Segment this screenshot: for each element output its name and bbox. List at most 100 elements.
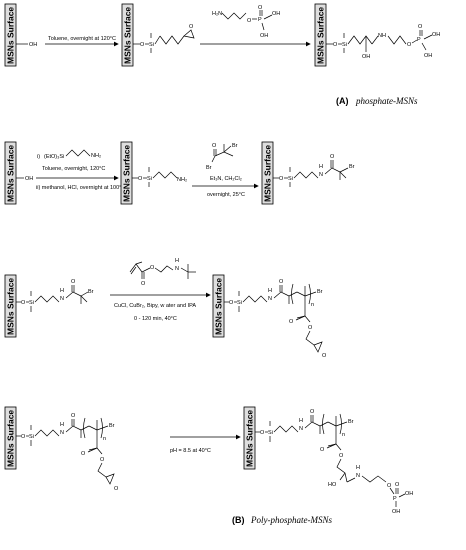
reagent-monomer: O O H N [129,258,196,287]
svg-text:H: H [60,422,64,428]
msn-surface-box [4,406,17,470]
svg-text:O: O [21,434,26,440]
msn-surface-label: MSNs Surface [6,410,16,467]
msn-surface-label: MSNs Surface [6,145,16,202]
msn-surface-box [261,141,274,205]
msn-surface-label: MSNs Surface [214,278,224,335]
svg-text:Br: Br [317,289,323,295]
svg-text:Br: Br [109,423,115,429]
svg-text:OH: OH [25,176,33,182]
svg-text:Br: Br [206,165,212,171]
svg-text:O: O [189,24,194,30]
reaction-condition: 0 - 120 min, 40°C [134,316,177,322]
msn-surface-label: MSNs Surface [263,145,273,202]
caption-letter: (A) [336,96,349,106]
msn-surface-label: MSNs Surface [6,278,16,335]
reaction-condition: ii) methanol, HCl, overnight at 100°C [36,185,125,191]
svg-text:i): i) [37,154,40,160]
svg-text:O: O [330,154,335,160]
reaction-condition: Et₃N, CH₂Cl₂ [210,176,242,182]
svg-text:OH: OH [392,509,400,515]
svg-text:O: O [395,482,400,488]
svg-text:O: O [279,176,284,182]
svg-text:Si: Si [29,434,34,440]
svg-text:O: O [21,300,26,306]
svg-text:O: O [260,430,265,436]
svg-text:O: O [114,486,119,492]
svg-text:H: H [319,164,323,170]
svg-text:NH₂: NH₂ [91,153,101,159]
svg-text:Br: Br [88,289,94,295]
svg-text:H: H [60,288,64,294]
svg-text:N: N [175,266,179,272]
svg-text:O: O [138,176,143,182]
svg-text:O: O [81,451,86,457]
reaction-condition: pH = 8.5 at 40°C [170,448,211,454]
svg-text:P: P [258,17,262,23]
svg-text:O: O [407,42,412,48]
svg-text:O: O [387,483,392,489]
svg-text:O: O [229,300,234,306]
svg-text:O: O [141,281,146,287]
caption-letter: (B) [232,515,245,525]
msn-surface-box [4,141,17,205]
row-c: MSNs Surface O Si H N O Br O O H N [4,258,327,359]
msn-surface-box [4,274,17,338]
svg-text:OH: OH [432,32,440,38]
svg-text:H: H [175,258,179,264]
reaction-condition: overnight, 25°C [207,192,245,198]
svg-text:N: N [60,430,64,436]
svg-text:O: O [308,325,313,331]
svg-text:O: O [279,279,284,285]
svg-text:Si: Si [29,300,34,306]
svg-text:OH: OH [424,53,432,59]
reagent-silane: (EtO)₃Si [44,154,64,160]
svg-text:O: O [339,453,344,459]
svg-text:H₂N: H₂N [212,11,222,17]
svg-text:P: P [393,496,397,502]
svg-text:n: n [342,432,345,438]
svg-text:O: O [100,457,105,463]
msn-surface-box [212,274,225,338]
svg-text:P: P [417,37,421,43]
svg-text:HO: HO [328,482,337,488]
svg-text:O: O [71,279,76,285]
msn-surface-label: MSNs Surface [245,410,255,467]
msn-surface-label: MSNs Surface [122,145,132,202]
svg-text:O: O [320,447,325,453]
svg-text:n: n [311,302,314,308]
svg-text:O: O [150,265,155,271]
svg-text:NH₂: NH₂ [177,177,187,183]
svg-text:O: O [418,24,423,30]
svg-text:OH: OH [272,11,280,17]
msn-surface-label: MSNs Surface [123,7,133,64]
svg-text:O: O [212,143,217,149]
svg-text:Si: Si [342,42,347,48]
msn-surface-box [314,3,327,67]
svg-text:O: O [333,42,338,48]
svg-text:O: O [289,319,294,325]
svg-text:N: N [268,296,272,302]
caption-name: phosphate-MSNs [355,96,418,106]
svg-text:Si: Si [147,176,152,182]
reagent-aminopropyl-phosphate: H₂N O P O OH OH [212,5,280,39]
reaction-condition: CuCl, CuBr₂, Bipy, w ater and IPA [114,303,196,309]
msn-surface-box [243,406,256,470]
msn-surface-label: MSNs Surface [316,7,326,64]
svg-text:N: N [319,172,323,178]
svg-text:O: O [71,413,76,419]
svg-text:N: N [60,296,64,302]
atom-oh: OH [29,42,37,48]
svg-text:O: O [258,5,263,11]
svg-text:OH: OH [405,491,413,497]
svg-text:O: O [140,42,145,48]
row-d: MSNs Surface O Si H N O n Br O O O pH = … [4,406,413,525]
svg-text:N: N [299,426,303,432]
svg-text:H: H [299,418,303,424]
svg-text:Si: Si [149,42,154,48]
msn-surface-box [4,3,17,67]
svg-text:O: O [310,409,315,415]
caption-name: Poly-phosphate-MSNs [250,515,332,525]
reagent-bromoisobutyryl-bromide: O Br Br [206,143,238,171]
